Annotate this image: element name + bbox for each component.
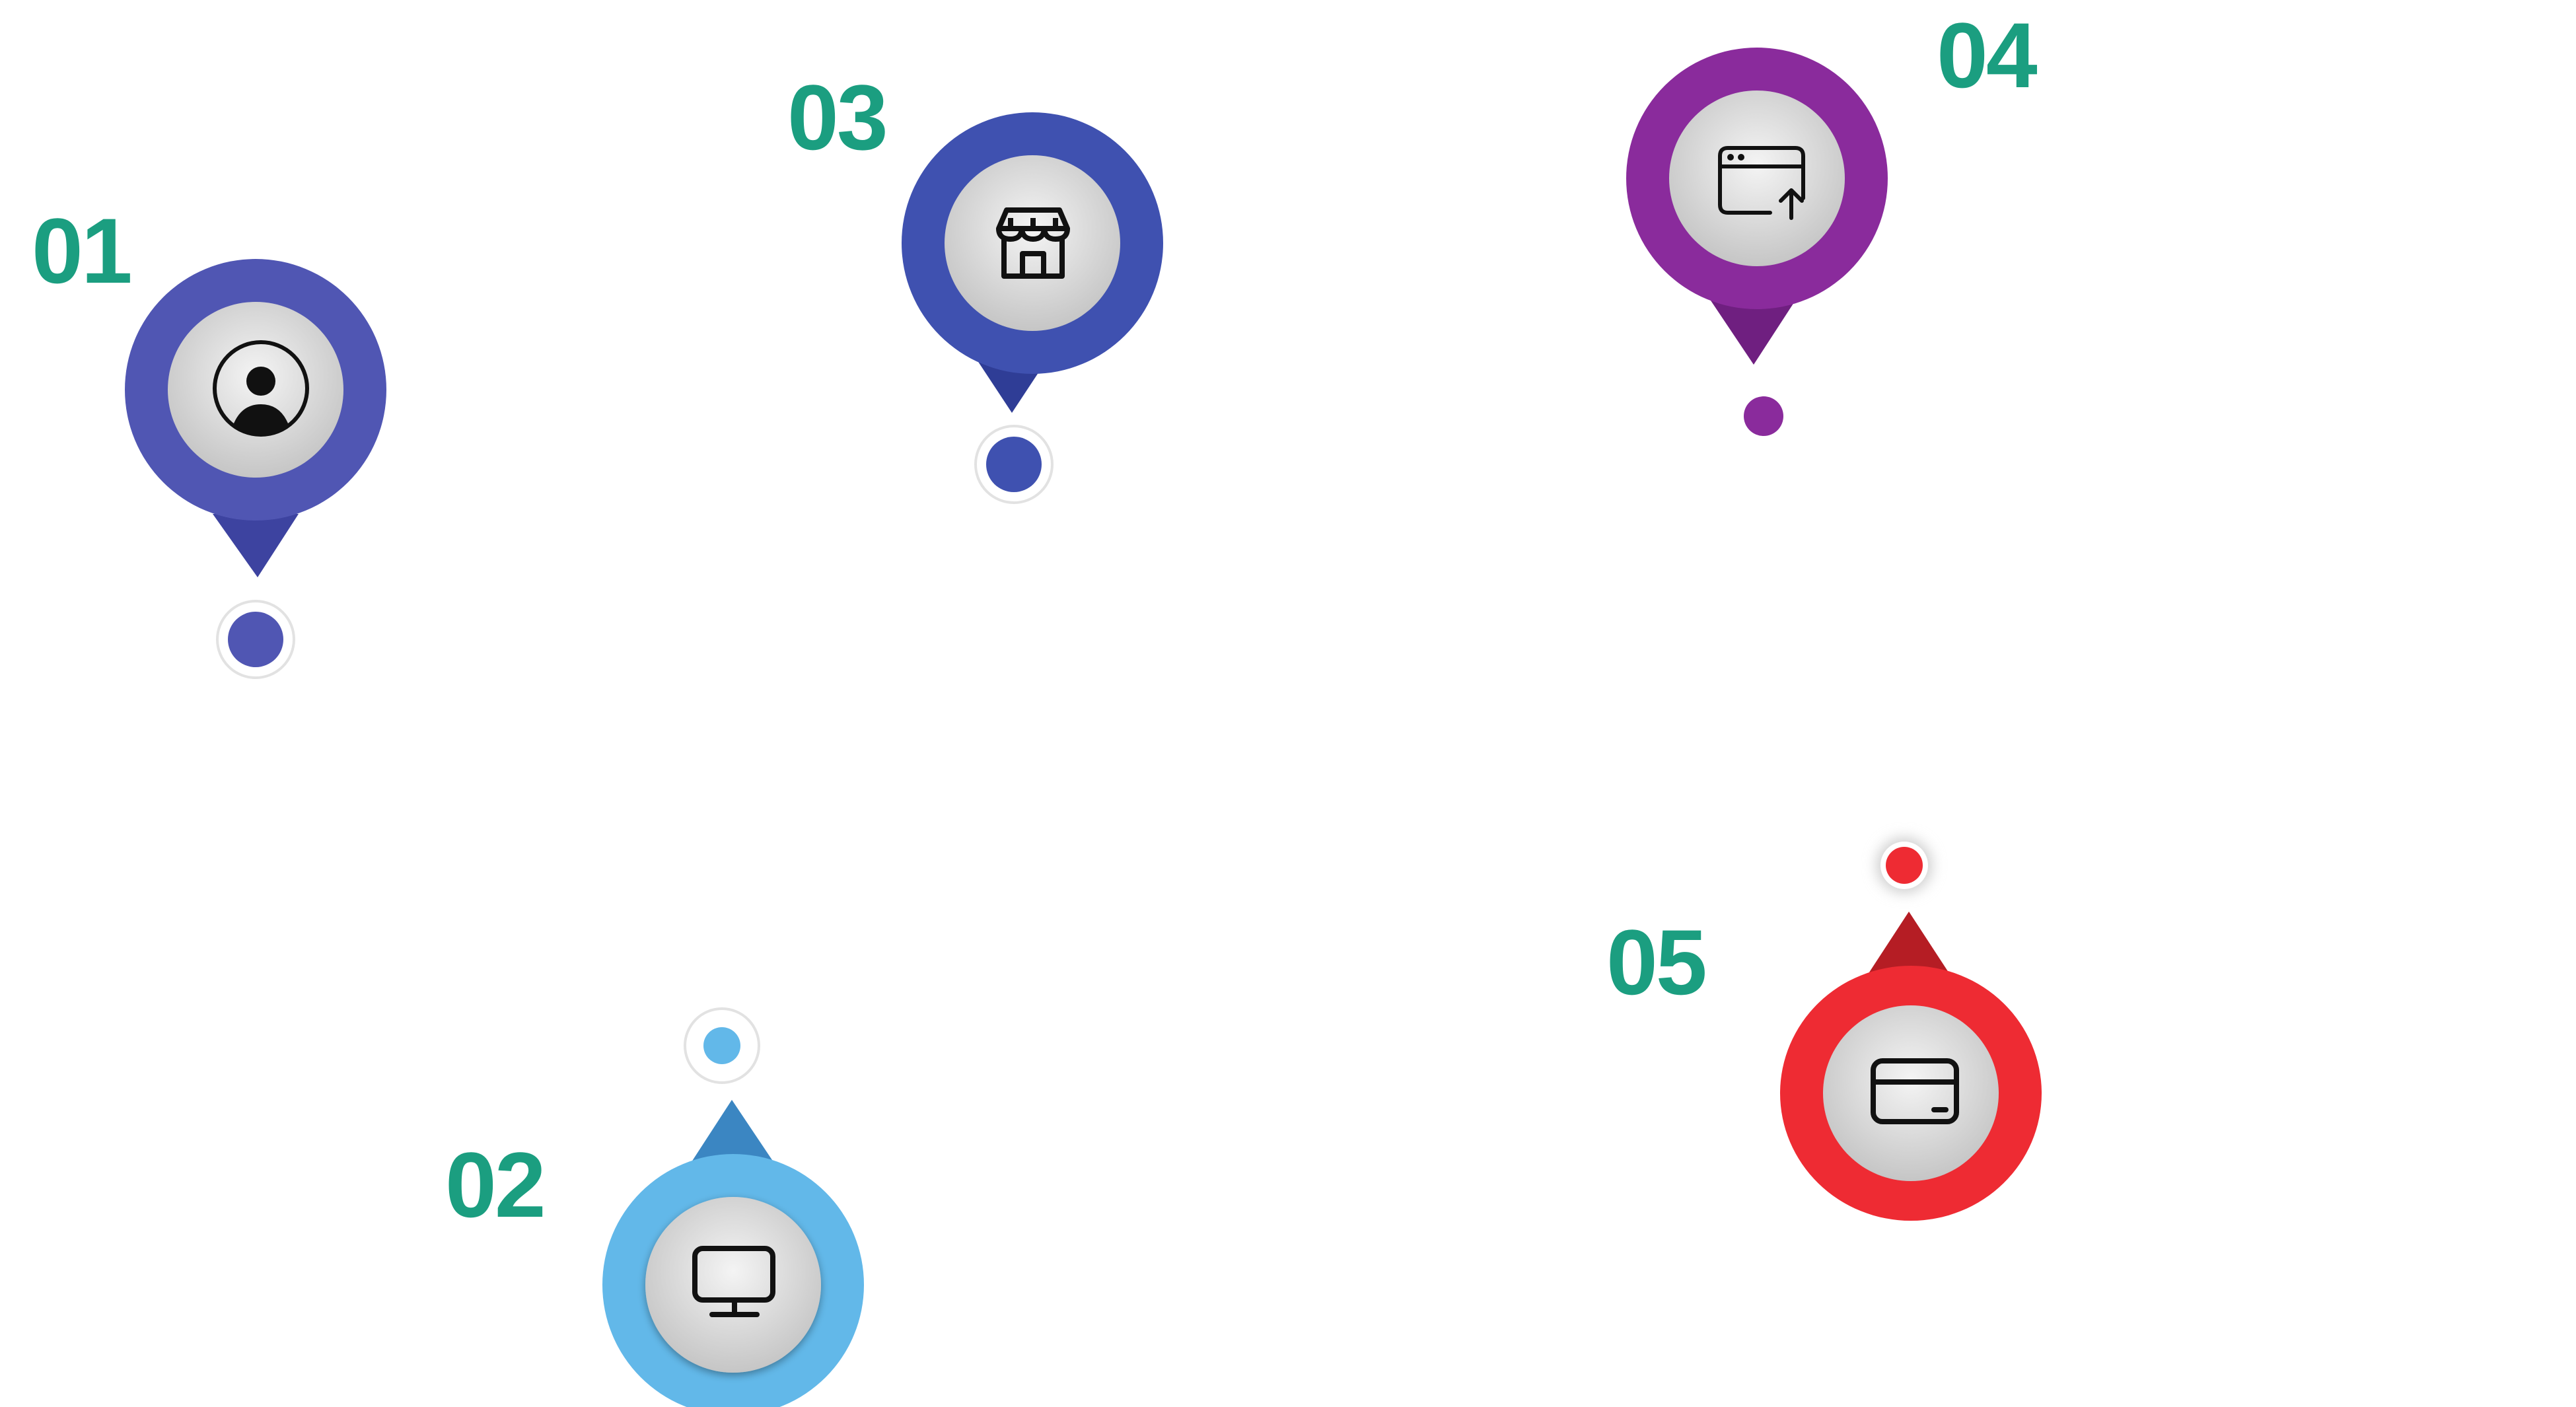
marker-04: 04 bbox=[1626, 3, 2040, 436]
marker-02: 02 bbox=[445, 1007, 864, 1407]
marker-05-dot bbox=[1877, 838, 1932, 893]
marker-01-dot bbox=[216, 600, 295, 679]
marker-05-number: 05 bbox=[1606, 910, 1705, 1014]
marker-03-number: 03 bbox=[787, 65, 886, 169]
marker-05-pointer bbox=[1867, 912, 1951, 976]
marker-05-inner bbox=[1823, 1005, 1999, 1181]
marker-03-inner bbox=[945, 155, 1120, 331]
browser-upload-icon bbox=[1718, 146, 1805, 220]
marker-02-number: 02 bbox=[445, 1133, 544, 1237]
marker-03: 03 bbox=[787, 65, 1163, 504]
storefront-icon bbox=[996, 207, 1070, 279]
marker-01: 01 bbox=[32, 199, 386, 679]
person-icon bbox=[213, 340, 309, 437]
marker-03-dot bbox=[974, 425, 1054, 504]
marker-02-dot bbox=[684, 1007, 760, 1084]
marker-02-inner bbox=[645, 1197, 821, 1373]
marker-01-number: 01 bbox=[32, 199, 131, 303]
marker-02-pointer bbox=[690, 1100, 775, 1164]
marker-04-pointer bbox=[1711, 301, 1795, 365]
marker-04-inner bbox=[1669, 90, 1845, 266]
monitor-icon bbox=[692, 1246, 775, 1317]
marker-04-number: 04 bbox=[1937, 3, 2038, 107]
marker-05: 05 bbox=[1606, 838, 2042, 1221]
credit-card-icon bbox=[1871, 1058, 1959, 1124]
marker-01-pointer bbox=[213, 514, 299, 577]
marker-04-dot bbox=[1744, 396, 1783, 436]
